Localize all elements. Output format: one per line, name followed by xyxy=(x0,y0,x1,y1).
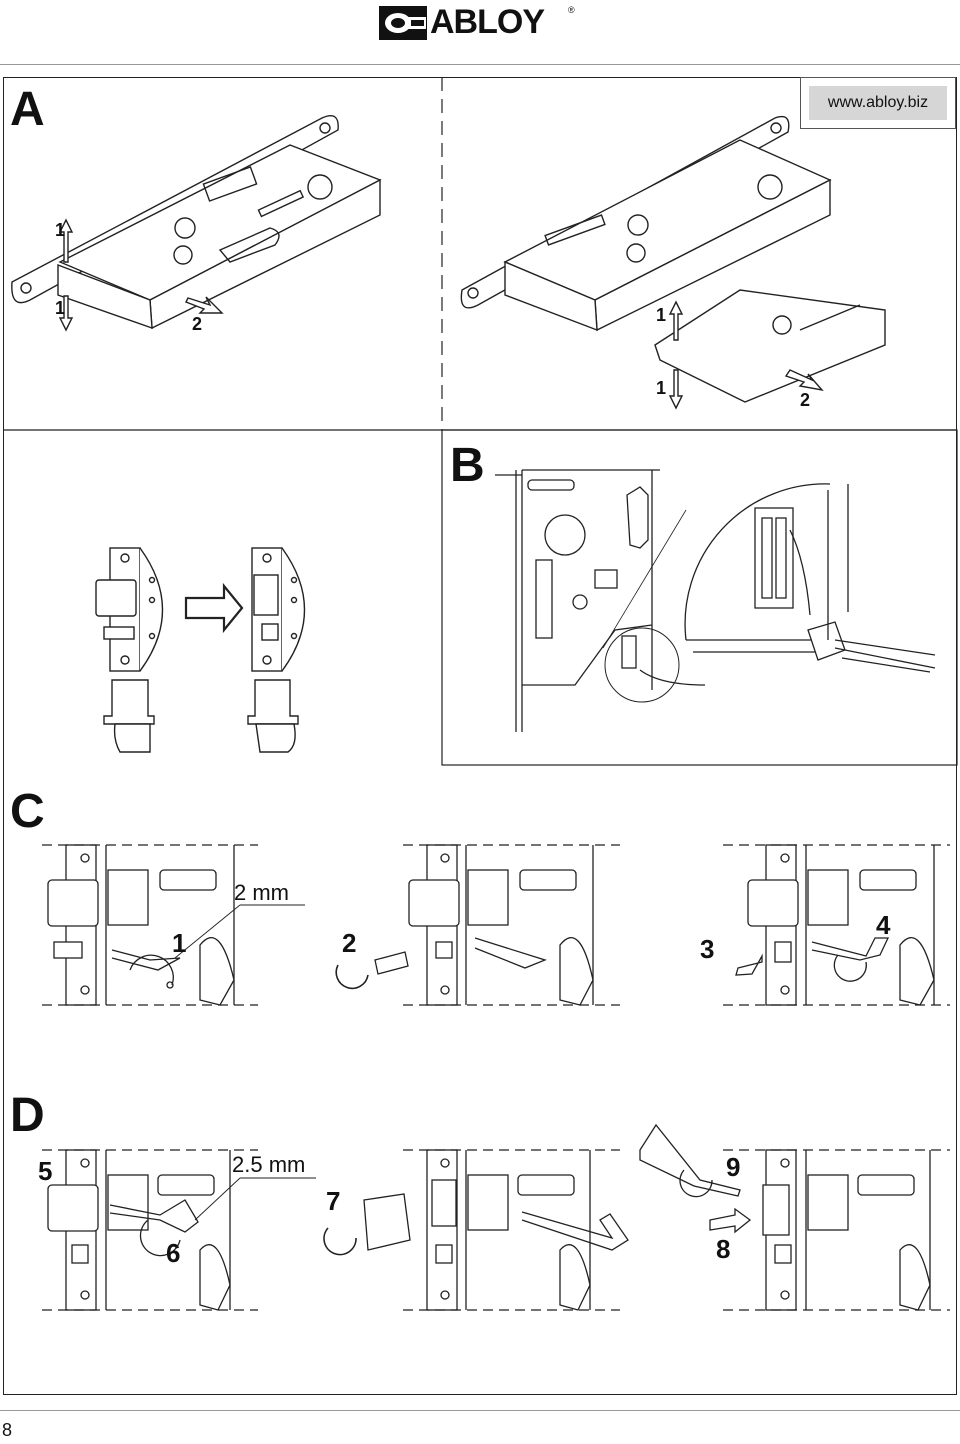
key-logo-icon xyxy=(379,6,427,40)
footer-rule xyxy=(0,1410,960,1411)
registered-mark: ® xyxy=(568,5,575,15)
step-d-9: 9 xyxy=(726,1152,741,1182)
step-d-5: 5 xyxy=(38,1156,53,1186)
step-d-6: 6 xyxy=(166,1238,181,1268)
lock-body-b xyxy=(495,469,706,732)
website-box: www.abloy.biz xyxy=(800,77,956,129)
step-a-right-down: 1 xyxy=(656,378,667,398)
wiring-detail xyxy=(684,480,936,673)
section-c-panels xyxy=(42,844,950,1006)
abloy-logo: ABLOY ® xyxy=(378,3,580,41)
section-label-a: A xyxy=(10,83,45,136)
step-d-8: 8 xyxy=(716,1234,731,1264)
step-a-right-up: 1 xyxy=(656,305,667,325)
gap-measure-d: 2.5 mm xyxy=(232,1152,306,1177)
panel-b-box xyxy=(441,429,958,766)
website-url[interactable]: www.abloy.biz xyxy=(809,86,947,120)
page-number: 8 xyxy=(2,1420,13,1440)
latch-after xyxy=(247,547,306,753)
step-a-left-down: 1 xyxy=(55,298,66,318)
step-c-4: 4 xyxy=(876,910,891,940)
step-c-1: 1 xyxy=(172,928,187,958)
section-label-b: B xyxy=(450,439,485,492)
step-c-2: 2 xyxy=(342,928,357,958)
step-a-left-up: 1 xyxy=(55,220,66,240)
arrows-a xyxy=(58,218,824,410)
section-d-panels xyxy=(42,1123,950,1311)
step-c-3: 3 xyxy=(700,934,715,964)
gap-measure-c: 2 mm xyxy=(234,880,289,905)
step-d-7: 7 xyxy=(326,1186,341,1216)
latch-before xyxy=(95,547,164,753)
turn-arrow-icon xyxy=(184,582,244,634)
step-a-right-push: 2 xyxy=(800,390,811,410)
brand-name: ABLOY xyxy=(430,3,545,41)
section-label-d: D xyxy=(10,1089,45,1142)
section-label-c: C xyxy=(10,785,45,838)
lock-case-left xyxy=(11,115,382,330)
header-rule xyxy=(0,64,960,65)
step-a-left-push: 2 xyxy=(192,314,203,334)
lock-case-right xyxy=(460,115,886,403)
